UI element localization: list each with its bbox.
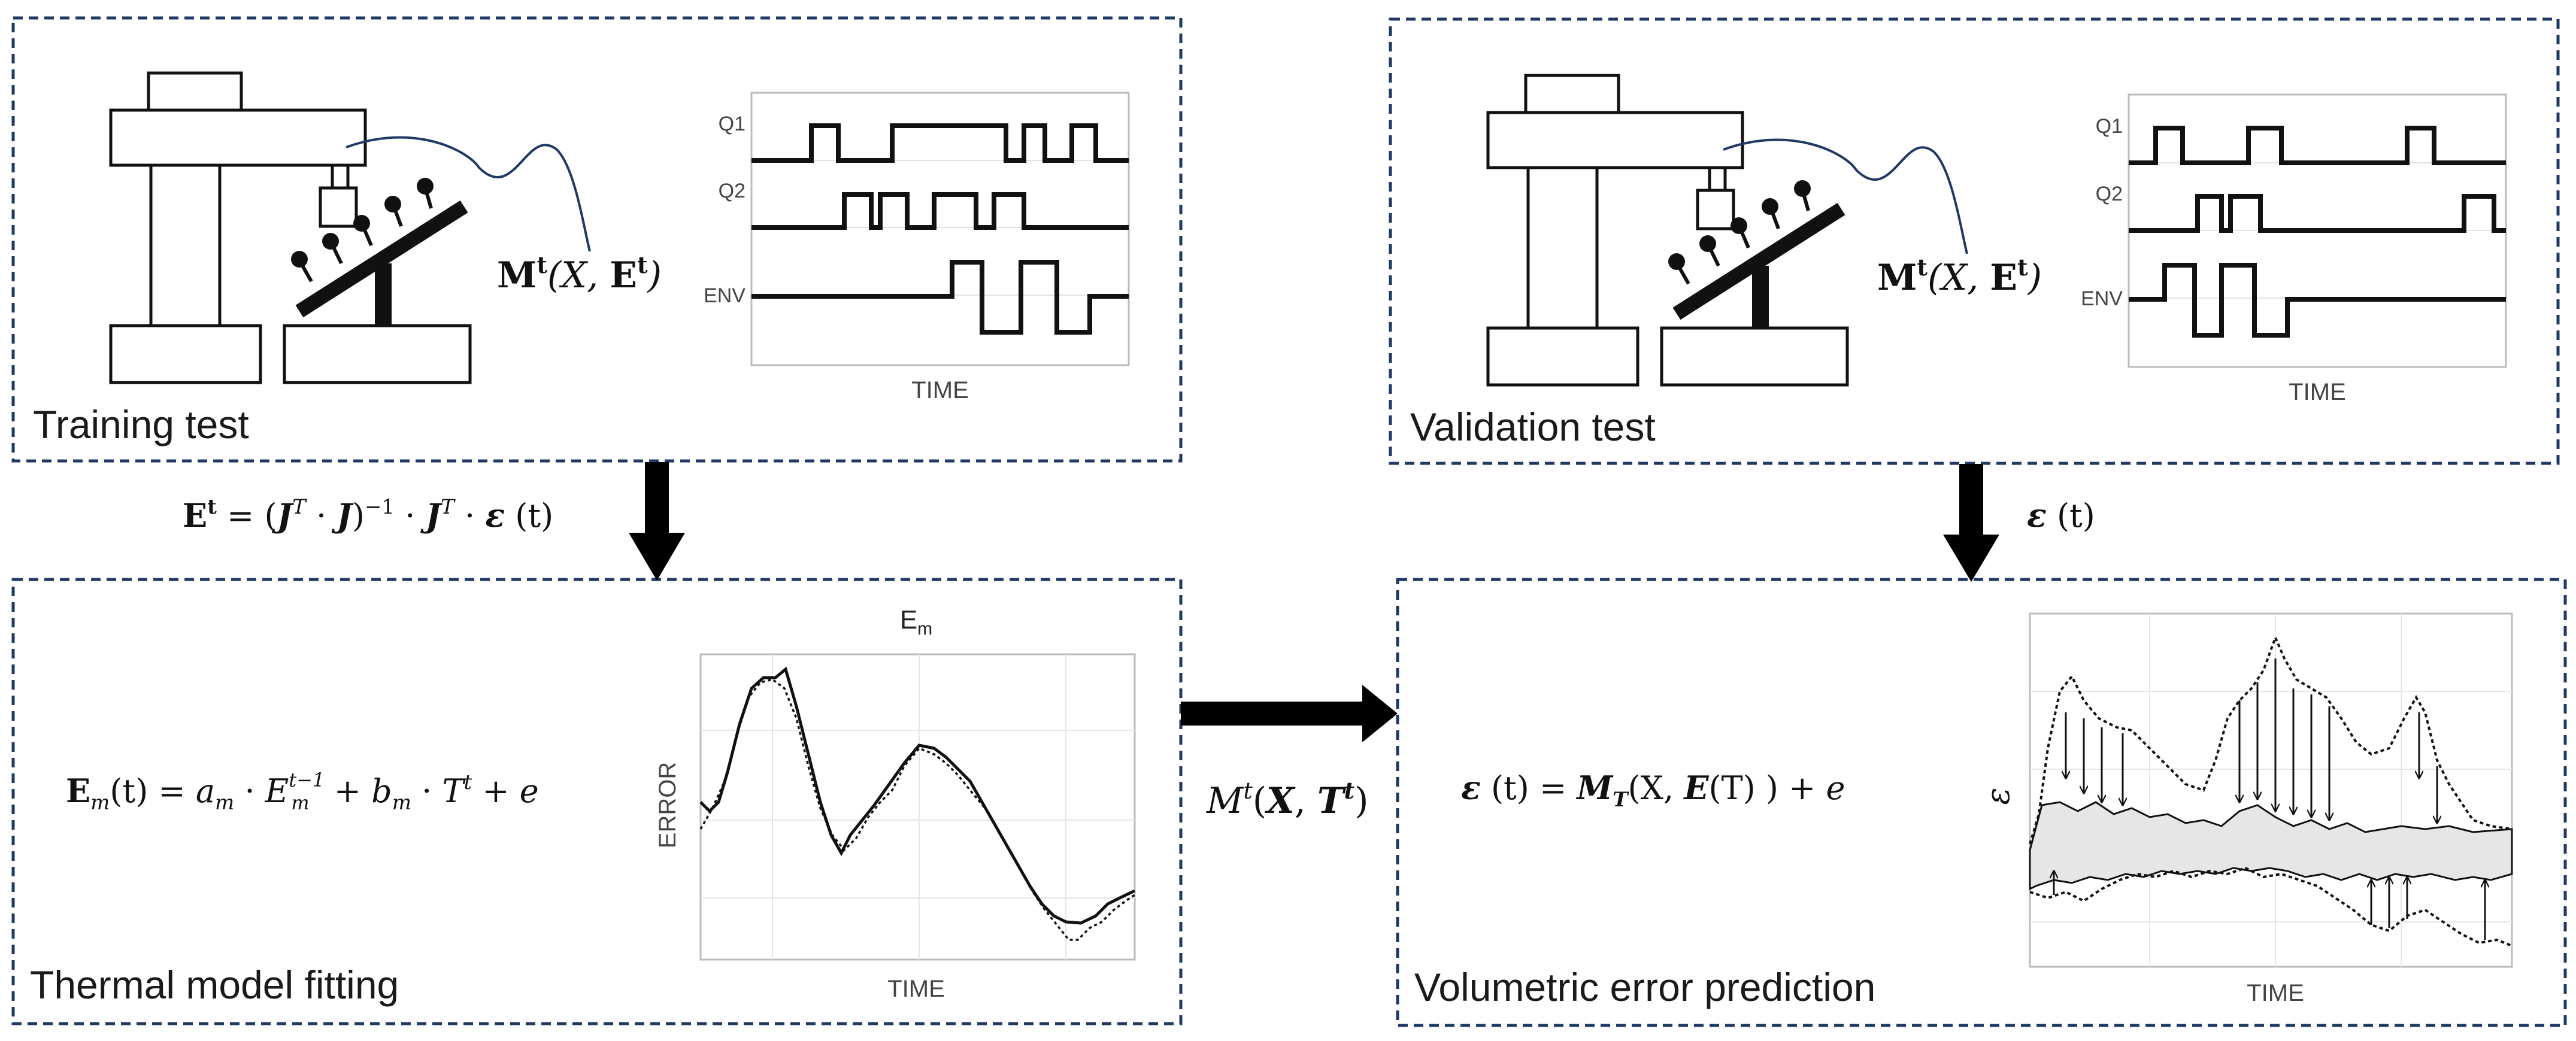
cable-validation [1723,138,1968,254]
arrow-down-right [1943,464,1999,582]
panel-prediction [1396,578,2567,1027]
prediction-band [2029,801,2513,891]
prediction-upper-envelope [2029,634,2513,845]
model-label-validation: Mt(X, Et) [1877,254,2042,299]
fit-plot-measured-line [699,666,1136,925]
panel-validation [1389,17,2560,465]
panel-training [11,16,1183,463]
panel-title-prediction: Volumetric error prediction [1414,965,1875,1009]
equation-epsilon: ε (t) [2027,496,2095,535]
fit-plot-title: Em [900,605,932,639]
signal-row-label-q1-validation: Q1 [2096,115,2123,138]
equation-identification: Et = (JT · J)−1 · JT · ε (t) [183,495,553,535]
signal-row-label-env-validation: ENV [2081,287,2123,310]
prediction-plot-xlabel: TIME [2247,980,2304,1006]
prediction-plot: ε TIME [1979,612,2513,1006]
arrow-down-left [629,462,685,581]
signal-xlabel-validation: TIME [2289,379,2346,405]
arrow-right-middle [1181,685,1398,742]
signal-plot-validation: Q1 Q2 ENV TIME [2081,93,2507,405]
fit-plot-ylabel: ERROR [654,762,681,848]
signal-plot-training: Q1 Q2 ENV TIME [704,92,1130,403]
model-label-training: Mt(X, Et) [497,251,662,296]
signal-row-label-env: ENV [704,284,745,307]
fit-plot-xlabel: TIME [887,976,945,1002]
signal-row-label-q2-validation: Q2 [2096,183,2123,205]
machine-illustration-training [109,71,472,384]
cable-training [346,136,591,252]
machine-illustration-validation [1486,74,1849,387]
prediction-lower-envelope [2029,866,2513,947]
panel-title-fitting: Thermal model fitting [30,963,399,1007]
panel-title-training: Training test [33,402,249,447]
fit-plot: Em ERROR TIME [654,605,1136,1002]
equation-prediction: ε (t) = MT(X, E(T) ) + e [1461,769,1845,812]
panel-fitting [11,578,1183,1025]
signal-row-label-q2: Q2 [719,180,745,202]
signal-xlabel: TIME [911,377,969,403]
prediction-plot-ylabel: ε [1979,788,2017,805]
signal-row-label-q1: Q1 [719,113,745,135]
equation-forward-model: Mt(X, Tt) [1206,777,1369,822]
panel-title-validation: Validation test [1410,405,1656,449]
